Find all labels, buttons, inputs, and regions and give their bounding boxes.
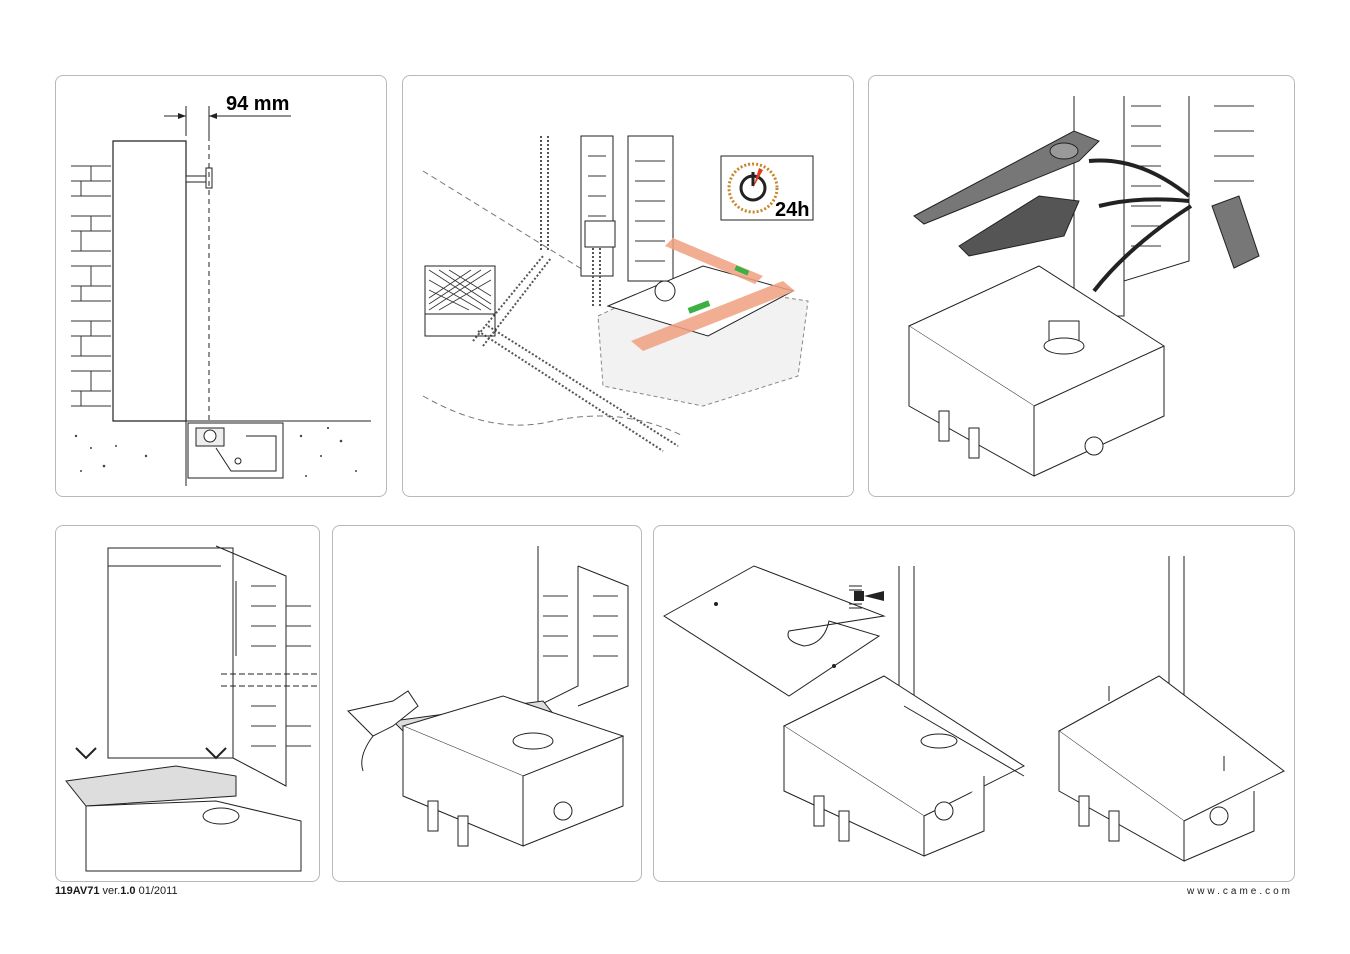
panel-step-2-leveling: 24h — [402, 75, 854, 497]
doc-code: 119AV71 — [55, 885, 99, 897]
panel-step-4-arm-fitting — [55, 525, 320, 882]
panel-step-5-welding — [332, 525, 642, 882]
timer-label: 24h — [775, 199, 809, 221]
panel-step-6-cover — [653, 525, 1295, 882]
step-4-illustration — [56, 526, 319, 881]
doc-date: 01/2011 — [139, 885, 178, 897]
version-prefix: ver. — [103, 885, 121, 897]
version-number: 1.0 — [120, 885, 135, 897]
panel-step-3-greasing — [868, 75, 1295, 497]
panel-step-1-dimension: 94 mm — [55, 75, 387, 497]
step-1-illustration: 94 mm — [56, 76, 386, 496]
document-code-footer: 119AV71 ver.1.0 01/2011 — [55, 885, 178, 897]
dimension-label: 94 mm — [226, 93, 289, 115]
website-link[interactable]: www.came.com — [1187, 886, 1293, 897]
step-6-illustration — [654, 526, 1294, 881]
step-3-illustration — [869, 76, 1294, 496]
step-2-illustration: 24h — [403, 76, 853, 496]
step-5-illustration — [333, 526, 641, 881]
